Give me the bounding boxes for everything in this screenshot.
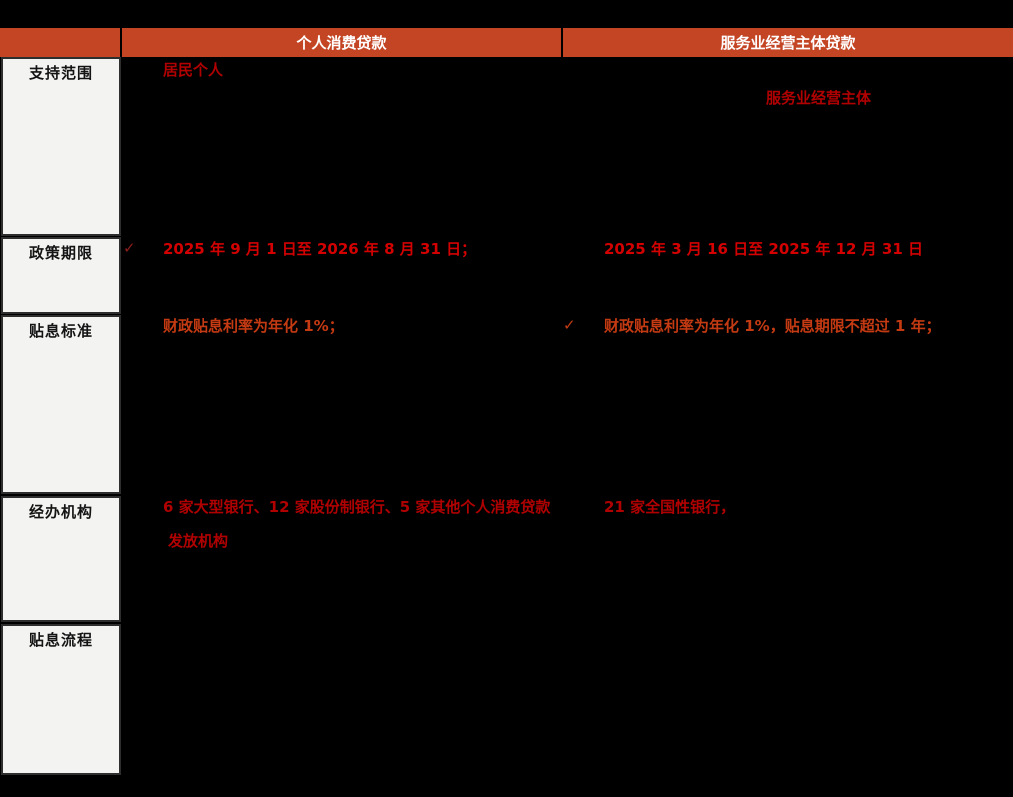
row-label-policy-period: 政策期限 [1, 237, 121, 314]
policy-period-personal-text: 2025 年 9 月 1 日至 2026 年 8 月 31 日； [163, 240, 477, 258]
row-label-support-scope: 支持范围 [1, 57, 121, 236]
institutions-service-text: 21 家全国性银行， [604, 498, 736, 516]
header-corner-cell [0, 28, 120, 57]
support-scope-personal-text: 居民个人 [163, 61, 224, 79]
header-col-personal-loan-label: 个人消费贷款 [296, 34, 387, 52]
header-col-service-loan-label: 服务业经营主体贷款 [720, 34, 856, 52]
subsidy-standard-service-text: 财政贴息利率为年化 1%，贴息期限不超过 1 年； [604, 317, 941, 335]
row-label-subsidy-standard: 贴息标准 [1, 315, 121, 494]
row-label-handling-institutions: 经办机构 [1, 496, 121, 622]
check-icon: ✓ [563, 316, 576, 334]
check-icon: ✓ [123, 239, 136, 257]
institutions-personal-line2: 发放机构 [168, 532, 229, 550]
row-label-subsidy-process: 贴息流程 [1, 624, 121, 775]
support-scope-service-text: 服务业经营主体 [766, 89, 872, 107]
header-col-service-loan: 服务业经营主体贷款 [563, 28, 1013, 57]
institutions-personal-line1: 6 家大型银行、12 家股份制银行、5 家其他个人消费贷款 [163, 498, 551, 516]
policy-period-service-text: 2025 年 3 月 16 日至 2025 年 12 月 31 日 [604, 240, 923, 258]
header-col-personal-loan: 个人消费贷款 [122, 28, 561, 57]
subsidy-standard-personal-text: 财政贴息利率为年化 1%； [163, 317, 344, 335]
